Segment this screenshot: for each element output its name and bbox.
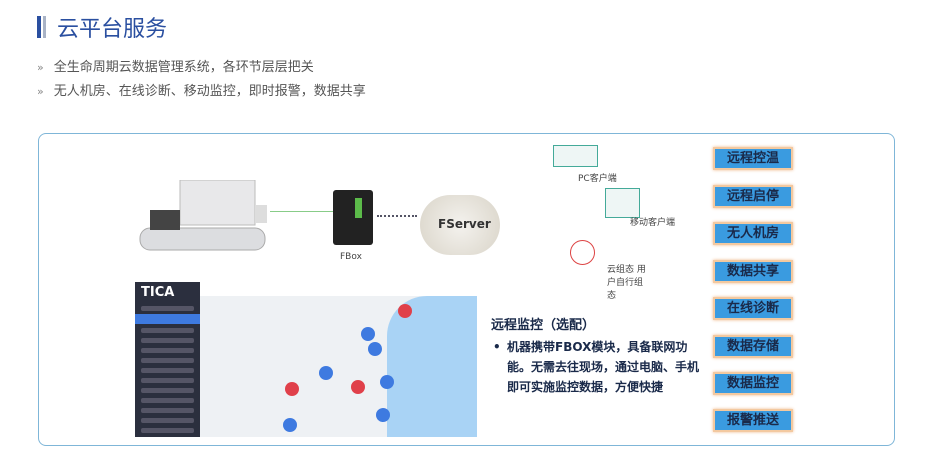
map-marker	[398, 304, 412, 318]
page-title: 云平台服务	[57, 17, 168, 42]
map-monitor-screenshot: TICA	[135, 282, 477, 437]
connection-line	[270, 211, 333, 212]
bullet: »全生命周期云数据管理系统，各环节层层把关	[37, 60, 314, 75]
fbox-label: FBox	[340, 252, 362, 262]
map-marker	[283, 418, 297, 432]
map-marker	[351, 380, 365, 394]
feature-remote-startstop[interactable]: 远程启停	[713, 185, 793, 208]
map-marker	[368, 342, 382, 356]
description-title: 远程监控（选配）	[491, 318, 596, 333]
client-label: 移动客户端	[630, 218, 676, 228]
feature-alarm-push[interactable]: 报警推送	[713, 409, 793, 432]
chiller-image	[139, 180, 267, 251]
fbox-device	[333, 190, 373, 245]
mobile-client-image	[605, 188, 640, 218]
feature-data-sharing[interactable]: 数据共享	[713, 260, 793, 283]
app-sidebar: TICA	[135, 282, 200, 437]
feature-data-monitoring[interactable]: 数据监控	[713, 372, 793, 395]
pc-client-image	[553, 145, 598, 167]
map-marker	[380, 375, 394, 389]
map-marker	[376, 408, 390, 422]
tica-logo: TICA	[141, 285, 175, 300]
client-label: 云组态 用户自行组态	[607, 265, 646, 301]
data-arrow	[377, 215, 417, 219]
client-label: PC客户端	[578, 174, 617, 184]
feature-data-storage[interactable]: 数据存储	[713, 335, 793, 358]
title-accent	[43, 16, 46, 38]
map-marker	[319, 366, 333, 380]
cloud-server: FServer	[420, 195, 500, 255]
app-topbar	[200, 282, 477, 296]
bullet: »无人机房、在线诊断、移动监控，即时报警，数据共享	[37, 84, 366, 99]
map-marker	[285, 382, 299, 396]
gear-icon	[570, 240, 595, 265]
feature-remote-temp[interactable]: 远程控温	[713, 147, 793, 170]
feature-unmanned-room[interactable]: 无人机房	[713, 222, 793, 245]
map-marker	[361, 327, 375, 341]
feature-online-diagnosis[interactable]: 在线诊断	[713, 297, 793, 320]
title-accent	[37, 16, 41, 38]
description-text: 机器携带FBOX模块，具备联网功能。无需去往现场，通过电脑、手机即可实施监控数据…	[493, 337, 708, 397]
map-sea	[387, 296, 477, 437]
